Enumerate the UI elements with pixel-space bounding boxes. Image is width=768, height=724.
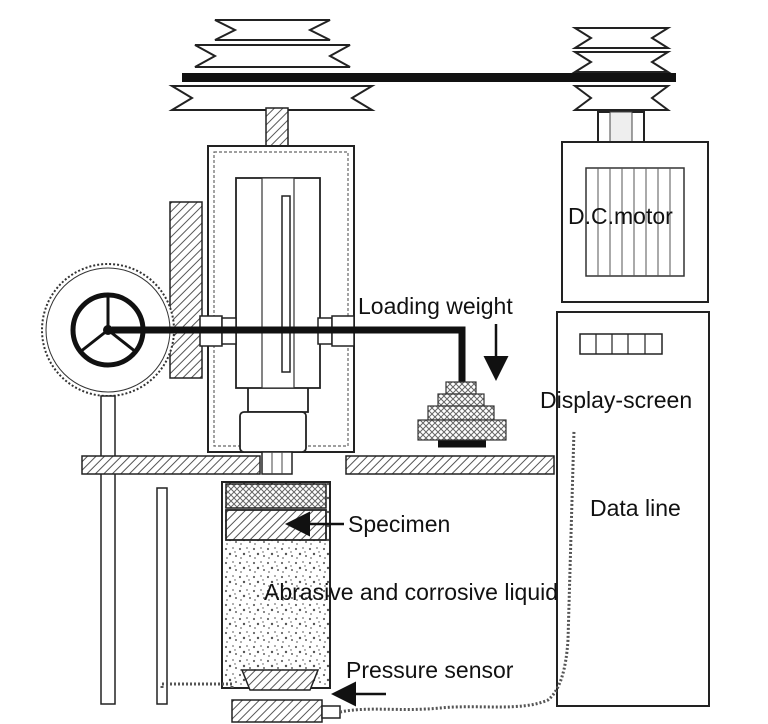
base-plate	[81, 455, 555, 475]
upper-specimen-holder	[225, 483, 327, 509]
gear-support	[100, 395, 116, 705]
right-pulley	[571, 27, 672, 111]
main-housing	[207, 145, 355, 475]
display-screen-panel	[579, 333, 663, 355]
pressure-sensor-base	[231, 699, 341, 723]
lower-specimen	[240, 669, 320, 691]
rack-bar	[169, 201, 203, 379]
sensor-pipe	[160, 682, 234, 690]
label-pressure-sensor: Pressure sensor	[346, 657, 514, 683]
label-data-line: Data line	[590, 495, 681, 521]
lower-frame-post	[156, 487, 168, 705]
main-spindle	[265, 107, 289, 151]
loading-weights	[417, 381, 507, 441]
label-motor: D.C.motor	[568, 203, 673, 229]
drive-belt	[182, 73, 676, 82]
left-pulley	[168, 19, 376, 111]
label-liquid: Abrasive and corrosive liquid	[264, 579, 558, 605]
data-line-cable	[339, 429, 576, 714]
label-specimen: Specimen	[348, 511, 450, 537]
label-display-screen: Display-screen	[540, 387, 692, 413]
display-cabinet	[556, 311, 710, 707]
dc-motor	[561, 141, 709, 303]
label-loading-weight: Loading weight	[358, 293, 513, 319]
